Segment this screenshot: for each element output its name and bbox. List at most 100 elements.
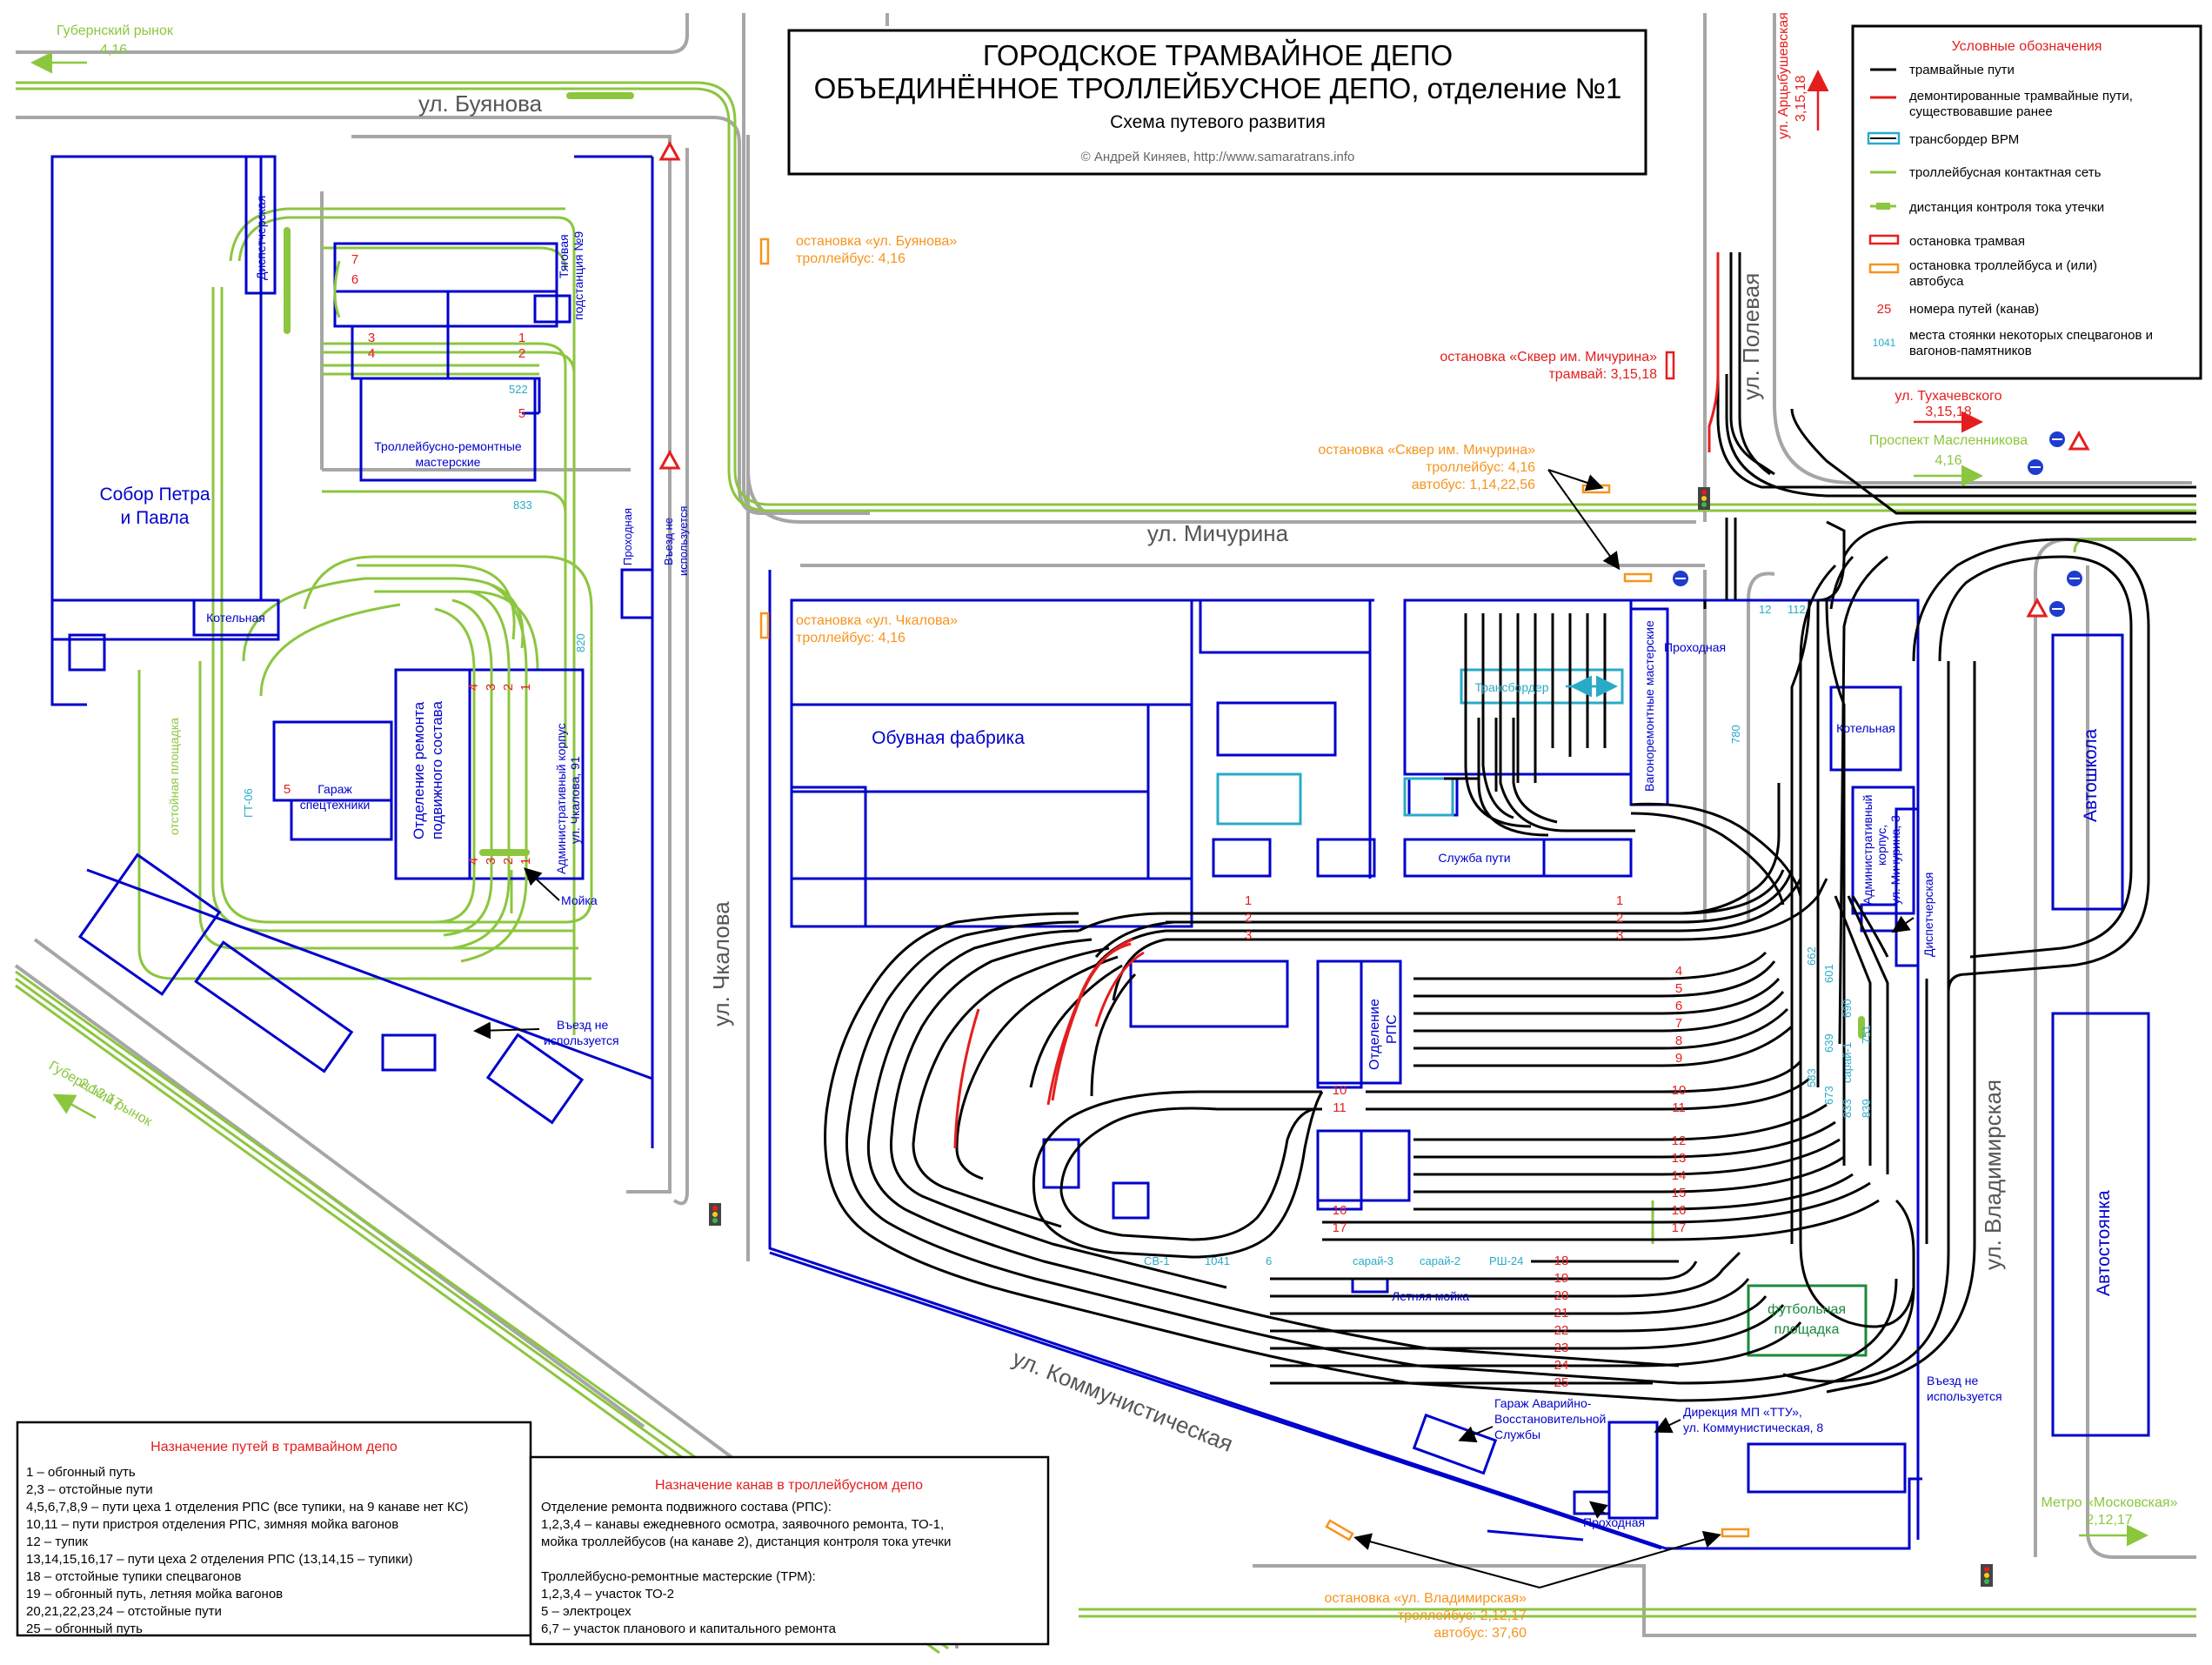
small-box: [68, 633, 106, 672]
stop-arrow: [1547, 469, 1621, 571]
obuv-box2: [1216, 701, 1337, 757]
label-avtoshkola: Автошкола: [2081, 728, 2101, 822]
track-num: 20: [1554, 1288, 1569, 1303]
spec-rsh24: РШ-24: [1489, 1254, 1523, 1267]
label-adm-r1: Административный: [1861, 795, 1875, 905]
cyan-box-2: [1403, 777, 1454, 817]
legend-item: троллейбусная контактная сеть: [1909, 165, 2102, 180]
dispatch-r: [1895, 807, 1920, 967]
trolley-stop-marker: [759, 612, 770, 639]
spec-6: 6: [1266, 1254, 1272, 1267]
vezd-arrow: [473, 1021, 540, 1040]
label-avs-2: Восстановительной: [1494, 1412, 1606, 1426]
track-num: 10: [1672, 1083, 1687, 1098]
track-num: 4: [1675, 964, 1682, 979]
prohodnaya-v: [620, 568, 654, 619]
stop-mich-trol-1: остановка «Сквер им. Мичурина»: [1318, 443, 1535, 458]
track-num: 2: [1245, 911, 1252, 926]
trm-num: 4: [368, 346, 375, 361]
street-michurina: ул. Мичурина: [1147, 520, 1289, 546]
label-otst-pl: отстойная площадка: [167, 718, 181, 835]
spec-522: 522: [509, 383, 528, 396]
otd-num: 4: [466, 684, 481, 691]
label-vezd-r2: используется: [1927, 1389, 2002, 1403]
track-num: 25: [1554, 1375, 1569, 1390]
tram-table-row: 18 – отстойные тупики спецвагонов: [26, 1569, 242, 1584]
trm-num: 5: [284, 782, 291, 797]
spec-839: 839: [1860, 1099, 1873, 1118]
rps-low-2: [1316, 1129, 1411, 1202]
avs-arrow: [1458, 1426, 1494, 1443]
direction-sign-icon: [2049, 431, 2065, 447]
diag-wall: [86, 868, 653, 1080]
traffic-light-icon: [709, 1203, 721, 1226]
small-grey: [1407, 777, 1459, 817]
label-trm-2: мастерские: [416, 455, 481, 469]
label-avs-3: Службы: [1494, 1428, 1540, 1441]
tram-table-box: [16, 1421, 532, 1637]
spec-583: 583: [1805, 1068, 1818, 1087]
stop-arrow: [1539, 1530, 1721, 1588]
spec-112: 112: [1788, 603, 1806, 616]
title-line-1: ГОРОДСКОЕ ТРАМВАЙНОЕ ДЕПО: [983, 39, 1453, 71]
adm-arrow: [1891, 915, 1915, 933]
label-vezd-b1: Въезд не: [557, 1018, 608, 1032]
legend-box: [1851, 24, 2202, 380]
otd-num: 3: [484, 858, 498, 865]
label-otd-1: Отделение ремонта: [411, 701, 427, 839]
label-moika: Мойка: [561, 893, 598, 907]
garage-spec-2: [290, 799, 393, 841]
street-vladimirskaya: ул. Владимирская: [1980, 1080, 2006, 1270]
legend-item: дистанция контроля тока утечки: [1909, 200, 2104, 215]
dir-metro: Метро «Московская»: [2042, 1495, 2178, 1510]
legend-item: вагонов-памятников: [1909, 344, 2032, 358]
legend-tram-stop-swatch: [1868, 234, 1900, 245]
label-dispatch-left: Диспетчерская: [254, 196, 268, 280]
tram-table-row: 1 – обгонный путь: [26, 1465, 136, 1480]
label-vezd-1: Въезд не: [662, 518, 675, 565]
tram-table-row: 4,5,6,7,8,9 – пути цеха 1 отделения РПС …: [26, 1500, 468, 1515]
tram-stop-marker: [1665, 351, 1675, 380]
tram-table-row: 2,3 – отстойные пути: [26, 1482, 153, 1497]
left-diag-1: [77, 853, 222, 996]
otd-num: 2: [501, 858, 516, 865]
removed-track: [953, 1008, 980, 1149]
legend-transborder-swatch: [1867, 131, 1901, 145]
cyan-boxes: [1216, 668, 1624, 826]
label-sobor-1: Собор Петра: [99, 485, 210, 505]
right-block: [1631, 598, 1920, 1540]
stop-vlad-2: троллейбус: 2,12,17: [1398, 1608, 1527, 1623]
direction-sign-icon: [2049, 601, 2065, 617]
trolley-table-row: 5 – электроцех: [541, 1604, 632, 1619]
obuv-box4: [1316, 838, 1376, 878]
legend-num-sample: 25: [1877, 302, 1892, 317]
label-rps-1: Отделение: [1367, 999, 1382, 1070]
obuv-low: [790, 703, 1150, 793]
depot-diag: [769, 1251, 1662, 1550]
label-prohodnaya-t: Проходная: [1664, 640, 1726, 654]
track-num: 5: [1675, 981, 1682, 996]
title-box: [787, 29, 1647, 176]
label-vezd-2: используется: [677, 506, 690, 576]
track-num: 3: [1245, 928, 1252, 943]
tram-table-heading: Назначение путей в трамвайном депо: [150, 1440, 398, 1454]
tyag-box: [533, 294, 571, 324]
proh-arrow: [1588, 1501, 1608, 1519]
dir-gub-top-routes: 4,16: [100, 43, 127, 57]
legend-spec-sample: 1041: [1873, 337, 1896, 349]
obuv-bottom: [792, 877, 1193, 928]
obuv-right: [1146, 703, 1193, 880]
otd-num: 3: [484, 684, 498, 691]
label-obuv: Обувная фабрика: [872, 728, 1025, 748]
left-diag-2: [194, 940, 354, 1073]
label-garage-2: спецтехники: [300, 798, 371, 812]
sobor-building: [50, 155, 263, 602]
trolley-table-heading: Назначение канав в троллейбусном депо: [655, 1478, 923, 1493]
label-football-2: площадка: [1774, 1322, 1840, 1337]
cyan-box-1: [1216, 772, 1302, 826]
traffic-light-icon: [1981, 1564, 1993, 1587]
stop-mich-trol-2: троллейбус: 4,16: [1426, 460, 1535, 475]
dir-metro-routes: 2,12,17: [2086, 1513, 2132, 1528]
warning-sign-icon: [2068, 430, 2090, 451]
track-num: 8: [1675, 1033, 1682, 1048]
